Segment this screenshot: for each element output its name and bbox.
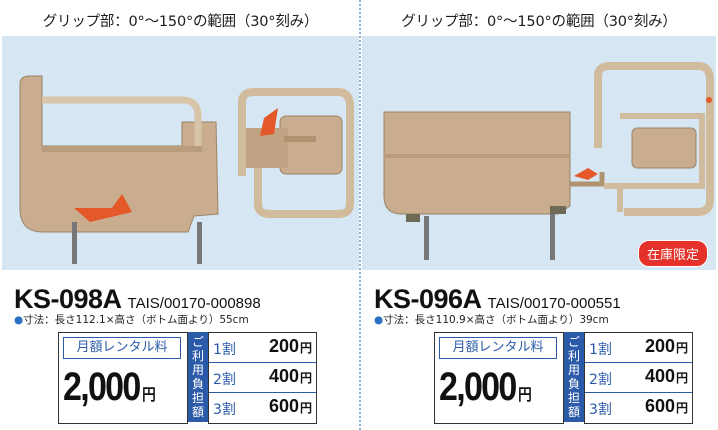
model-name: KS-096A <box>374 284 482 314</box>
bullet-icon: ● <box>14 314 24 326</box>
copay-row: 1割 200円 <box>209 333 316 363</box>
copay-rate: 1割 <box>589 342 612 358</box>
product-panel-ks-096a: グリップ部：0°〜150°の範囲（30°刻み） <box>362 0 716 430</box>
copay-rate: 3割 <box>213 402 236 418</box>
product-photo-ks-096a <box>362 36 716 270</box>
copay-rate: 2割 <box>589 372 612 388</box>
copay-price: 400円 <box>644 366 688 386</box>
price-value: 2,000 <box>63 365 141 409</box>
copay-price: 600円 <box>268 396 312 416</box>
copay-rate: 3割 <box>589 402 612 418</box>
monthly-rental-label: 月額レンタル料 <box>63 337 181 359</box>
dimensions-text: 寸法：長さ110.9×高さ（ボトム面より）39cm <box>383 314 609 326</box>
product-panel-ks-098a: グリップ部：0°〜150°の範囲（30°刻み） <box>2 0 361 430</box>
grip-caption: グリップ部：0°〜150°の範囲（30°刻み） <box>42 14 319 30</box>
copay-table: 1割 200円 2割 400円 3割 600円 <box>584 332 693 424</box>
copay-price: 600円 <box>644 396 688 416</box>
copay-rate: 1割 <box>213 342 236 358</box>
bed-rail-illustration <box>383 62 714 260</box>
yen-unit: 円 <box>518 387 532 404</box>
monthly-rental-label: 月額レンタル料 <box>439 337 557 359</box>
tais-code: TAIS/00170-000551 <box>487 295 621 312</box>
grip-caption: グリップ部：0°〜150°の範囲（30°刻み） <box>401 14 677 30</box>
yen-unit: 円 <box>142 387 156 404</box>
copay-row: 1割 200円 <box>585 333 692 363</box>
copay-label: ご 利 用 負 担 額 <box>188 332 208 422</box>
model-row: KS-098A TAIS/00170-000898 <box>14 284 261 315</box>
price-value: 2,000 <box>439 365 517 409</box>
copay-price: 200円 <box>644 336 688 356</box>
copay-table: 1割 200円 2割 400円 3割 600円 <box>208 332 317 424</box>
copay-label: ご 利 用 負 担 額 <box>564 332 584 422</box>
bullet-icon: ● <box>374 314 384 326</box>
limited-stock-badge: 在庫限定 <box>637 240 708 267</box>
model-name: KS-098A <box>14 284 122 314</box>
copay-row: 2割 400円 <box>209 363 316 393</box>
copay-row: 2割 400円 <box>585 363 692 393</box>
dimensions: ●寸法：長さ112.1×高さ（ボトム面より）55cm <box>14 312 249 327</box>
model-row: KS-096A TAIS/00170-000551 <box>374 284 621 315</box>
copay-row: 3割 600円 <box>585 393 692 422</box>
product-photo-ks-098a <box>2 36 359 270</box>
copay-price: 200円 <box>268 336 312 356</box>
dimensions-text: 寸法：長さ112.1×高さ（ボトム面より）55cm <box>23 314 249 326</box>
tais-code: TAIS/00170-000898 <box>127 295 261 312</box>
copay-row: 3割 600円 <box>209 393 316 422</box>
bed-rail-illustration <box>19 75 354 264</box>
dimensions: ●寸法：長さ110.9×高さ（ボトム面より）39cm <box>374 312 609 327</box>
copay-price: 400円 <box>268 366 312 386</box>
copay-rate: 2割 <box>213 372 236 388</box>
